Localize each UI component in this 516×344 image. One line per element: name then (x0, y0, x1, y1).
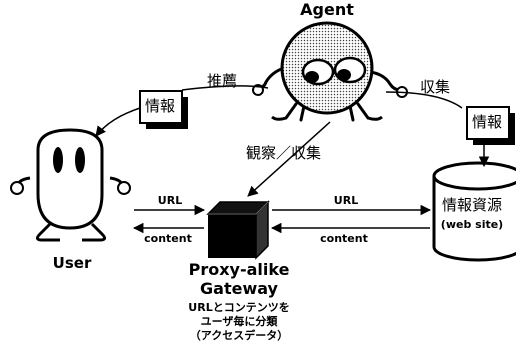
user-character (10, 128, 131, 242)
resource-sublabel: (web site) (440, 218, 504, 231)
collect-arrow (385, 91, 463, 109)
recommend-arrow (181, 85, 269, 91)
info-card-left-label: 情報 (145, 97, 176, 115)
gateway-label-line1: Proxy-alike (188, 260, 290, 279)
info-card-left (139, 90, 188, 129)
gateway-cube (206, 200, 270, 260)
gateway-label-line2: Gateway (200, 279, 278, 298)
info-card-right-label: 情報 (472, 113, 503, 131)
collect-label: 収集 (420, 78, 451, 96)
resource-cylinder (432, 161, 516, 262)
content-label-right: content (320, 232, 368, 245)
content-label-left: content (144, 232, 192, 245)
observe-collect-label: 観察／収集 (246, 144, 322, 162)
url-label-right: URL (333, 194, 359, 207)
resource-label: 情報資源 (441, 196, 503, 214)
user-label: User (52, 254, 92, 272)
gateway-caption-line2: ユーザ毎に分類 (200, 315, 278, 328)
info-card-right (466, 106, 515, 145)
recommend-label: 推薦 (207, 72, 238, 90)
gateway-caption-line1: URLとコンテンツを (188, 301, 290, 314)
agent-character (252, 21, 408, 122)
recommend-arrow-lower (95, 107, 141, 137)
gateway-caption-line3: （アクセスデータ） (189, 329, 289, 342)
observe-arrow (247, 121, 331, 197)
agent-label: Agent (300, 0, 354, 19)
url-label-left: URL (157, 194, 183, 207)
